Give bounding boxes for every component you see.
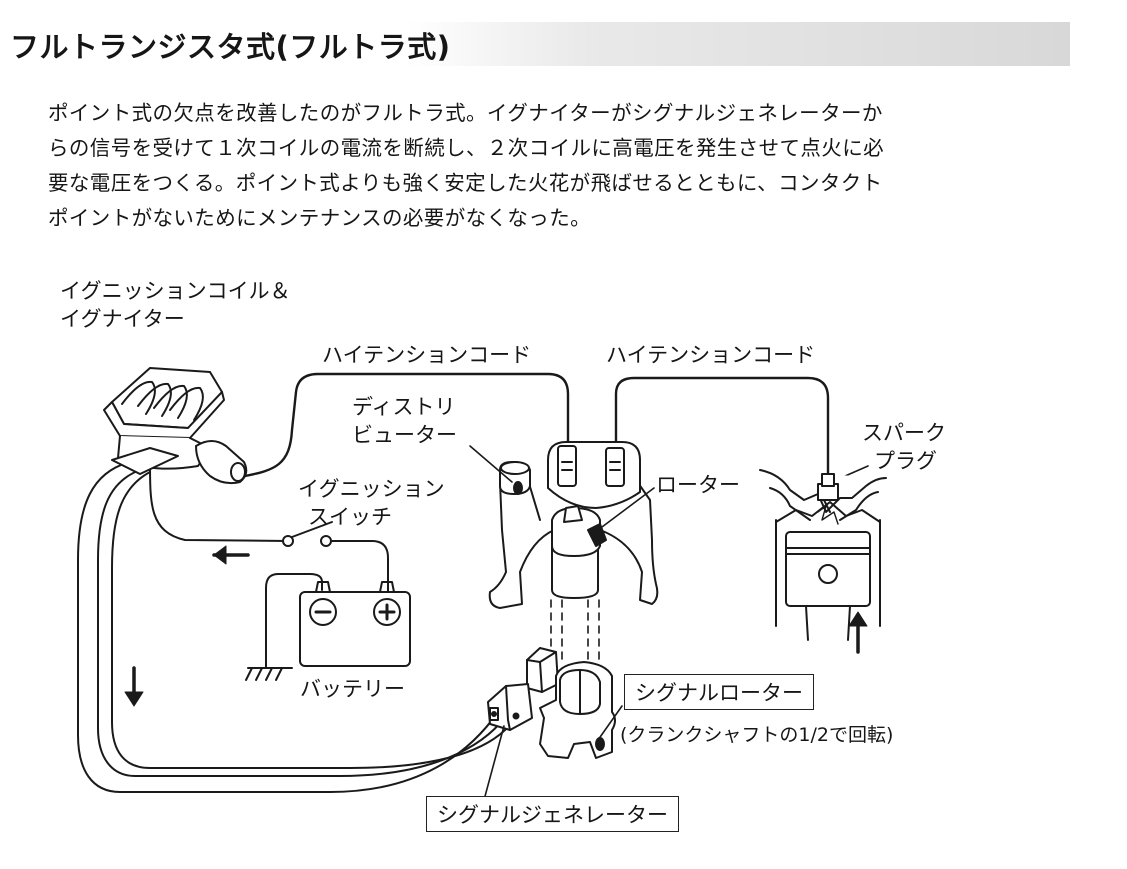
page-title: フルトランジスタ式(フルトラ式) xyxy=(10,30,451,64)
label-signal-rotor: シグナルローター xyxy=(624,674,814,710)
label-ht-cord-left: ハイテンションコード xyxy=(322,343,532,367)
label-coil-line2: イグナイター xyxy=(60,307,185,331)
ht-cord-right xyxy=(614,376,830,482)
ignition-switch-drawing xyxy=(282,521,333,547)
label-ignition-switch-line2: スイッチ xyxy=(308,505,392,529)
label-ignition-switch-line1: イグニッション xyxy=(298,477,445,501)
wire-signal-outer xyxy=(77,461,499,793)
description-paragraph: ポイント式の欠点を改善したのがフルトラ式。イグナイターがシグナルジェネレーターか… xyxy=(48,96,983,236)
ignition-coil-drawing xyxy=(103,367,248,485)
ground-symbol xyxy=(245,667,293,681)
wire-battery-ground xyxy=(265,573,323,669)
paragraph-line: ポイントがないためにメンテナンスの必要がなくなった。 xyxy=(48,206,591,230)
title-banner xyxy=(0,22,1070,66)
label-signal-rotor-note: (クランクシャフトの1/2で回転) xyxy=(620,724,894,746)
shaft-dashed-lines xyxy=(550,599,600,661)
engine-cylinder-drawing xyxy=(759,469,887,641)
battery-drawing xyxy=(299,581,411,667)
leader-rotor xyxy=(597,487,655,531)
wire-coil-switch xyxy=(149,461,289,542)
label-signal-generator: シグナルジェネレーター xyxy=(426,796,679,832)
label-coil-line1: イグニッションコイル＆ xyxy=(60,279,291,303)
label-distributor-line1: ディストリ xyxy=(352,395,456,419)
label-rotor: ローター xyxy=(656,473,740,497)
label-spark-plug-line1: スパーク xyxy=(862,421,946,445)
leader-signal-rotor xyxy=(597,705,623,741)
wire-signal-inner2 xyxy=(111,471,515,769)
wire-signal-inner xyxy=(97,469,507,777)
ht-cord-left xyxy=(243,372,570,478)
label-battery: バッテリー xyxy=(300,677,405,701)
label-spark-plug-line2: プラグ xyxy=(874,449,937,473)
leader-signal-generator xyxy=(483,725,505,801)
paragraph-line: 要な電圧をつくる。ポイント式よりも強く安定した火花が飛ばせるとともに、コンタクト xyxy=(48,171,883,195)
paragraph-line: らの信号を受けて１次コイルの電流を断続し、２次コイルに高電圧を発生させて点火に必 xyxy=(48,136,884,160)
wire-switch-battery xyxy=(325,540,389,593)
leader-distributor xyxy=(469,445,513,483)
signal-rotor-generator-drawing xyxy=(487,647,616,759)
paragraph-line: ポイント式の欠点を改善したのがフルトラ式。イグナイターがシグナルジェネレーターか xyxy=(48,101,883,125)
distributor-drawing xyxy=(488,441,659,609)
label-ht-cord-right: ハイテンションコード xyxy=(606,343,816,367)
label-distributor-line2: ビューター xyxy=(352,423,457,447)
